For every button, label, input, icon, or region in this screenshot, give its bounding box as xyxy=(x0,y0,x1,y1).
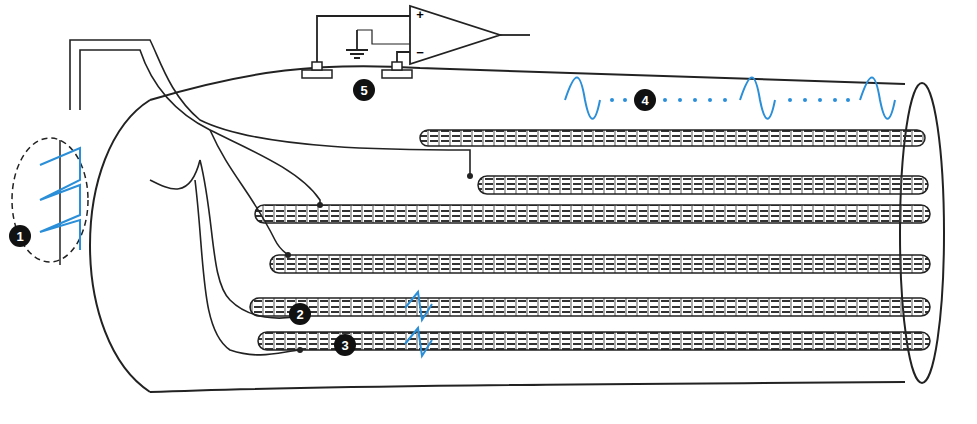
action-potentials xyxy=(40,148,80,250)
emg-signal xyxy=(860,78,895,119)
end-plates xyxy=(285,173,473,353)
callout-number: 3 xyxy=(336,339,354,352)
amplifier xyxy=(317,6,530,64)
callout-circles xyxy=(9,79,656,356)
amplifier-input-sign: − xyxy=(416,46,424,59)
callout-number: 4 xyxy=(636,94,654,107)
callout-number: 5 xyxy=(355,84,373,97)
motor-nerve xyxy=(70,40,470,355)
muscle-fibers xyxy=(250,130,930,350)
amplifier-input-sign: + xyxy=(416,8,424,21)
muap-spikes xyxy=(405,292,432,356)
electrodes xyxy=(302,62,412,78)
emg-signal xyxy=(740,78,775,119)
axon xyxy=(59,140,61,265)
callout-number: 1 xyxy=(11,230,29,243)
muscle-end xyxy=(90,100,150,392)
emg-signal xyxy=(565,78,600,119)
callout-number: 2 xyxy=(291,308,309,321)
